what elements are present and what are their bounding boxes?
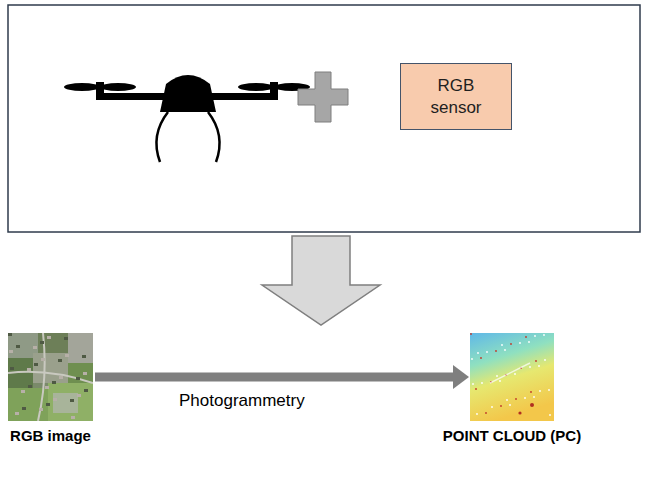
point-cloud-image: POINT CLOUD (PC) <box>470 333 554 421</box>
image-caption: RGB image <box>10 427 91 444</box>
process-arrow <box>95 365 469 389</box>
aerial-photo <box>8 333 93 421</box>
platform-frame <box>8 5 640 232</box>
rgb-image: RGB image <box>8 333 93 421</box>
drone-icon <box>64 75 310 162</box>
box-label: RGB sensor <box>426 75 486 118</box>
point-cloud-picture <box>470 333 554 421</box>
down-block-arrow <box>262 236 380 325</box>
plus-sign <box>298 72 348 122</box>
image-caption: POINT CLOUD (PC) <box>443 427 581 444</box>
edge-label: Photogrammetry <box>176 391 308 411</box>
sensor-box: RGB sensor <box>400 63 512 130</box>
